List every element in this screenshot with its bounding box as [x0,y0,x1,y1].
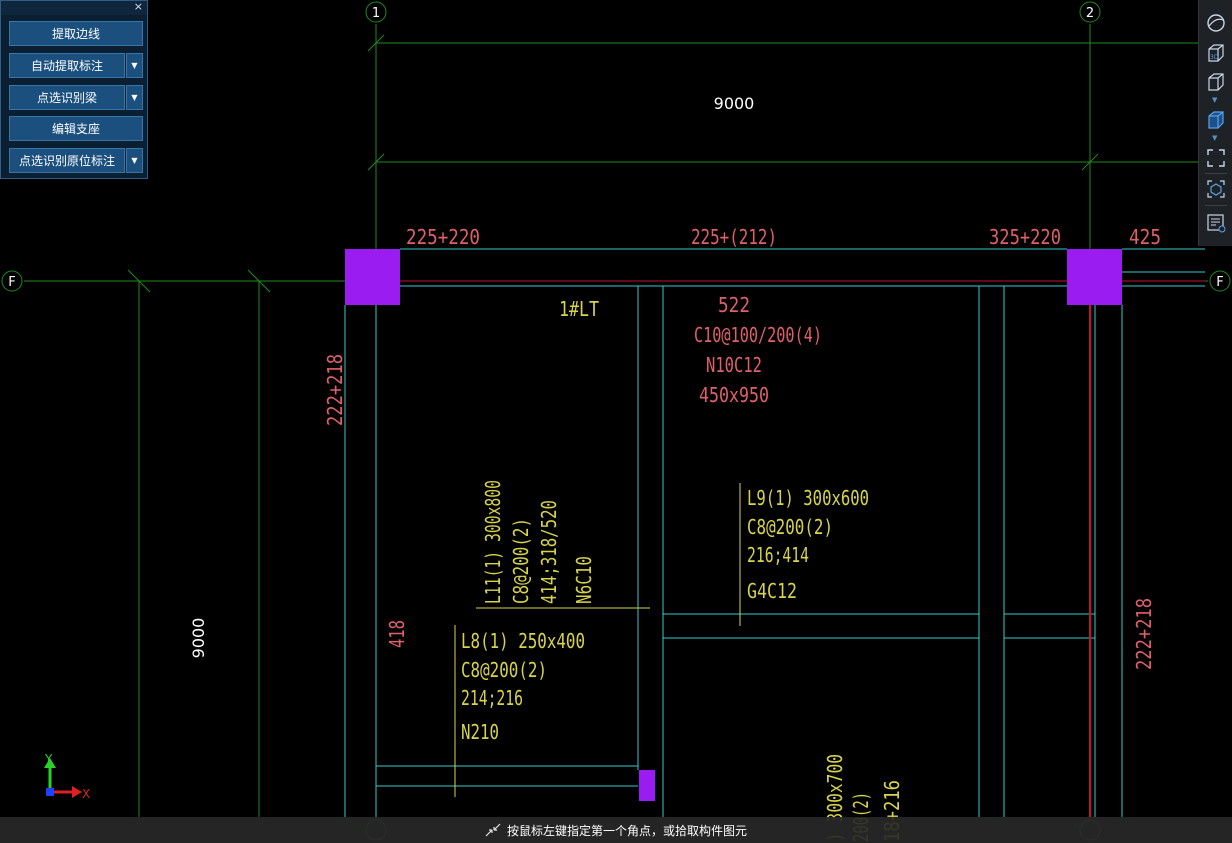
l11-line-1: L11(1) 300x800 [481,480,505,604]
status-prompt: 按鼠标左键指定第一个角点，或拾取构件图元 [506,823,747,838]
axis-bubble-f-right [1209,270,1231,292]
column-small[interactable] [639,770,655,801]
auto-extract-annotation-button[interactable]: 自动提取标注 [9,53,125,78]
extract-panel: × 提取边线 自动提取标注 ▼ 点选识别梁 ▼ 编辑支座 点选识别原位标注 ▼ [0,0,148,179]
label-left-col: 222+218 [323,354,347,426]
kl-line-3: N10C12 [706,353,762,377]
l8-line-2: C8@200(2) [461,658,547,682]
l11-line-3: 414;318/520 [537,500,561,604]
kl-line-1: 522 [718,293,750,317]
l8-line-1: L8(1) 250x400 [461,629,585,653]
svg-text:3D: 3D [1210,54,1219,61]
label-418: 418 [385,620,409,648]
l9-annotation: L9(1) 300x600 C8@200(2) 216;414 G4C12 [747,486,869,603]
l9-line-2: C8@200(2) [747,515,833,539]
axis-label-f-right: F [1216,275,1223,290]
axis-label-f-left: F [8,275,15,290]
pick-cursor-icon [485,823,501,837]
kl-line-2: C10@100/200(4) [694,323,822,347]
axis-label-1: 1 [372,6,380,21]
axis-label-2: 2 [1086,6,1094,21]
kl-line-4: 450x950 [699,383,769,407]
svg-text:X: X [82,787,90,801]
l8-line-4: N210 [461,720,499,744]
beam-kl-annotation: 522 C10@100/200(4) N10C12 450x950 [694,293,822,407]
chevron-down-icon[interactable]: ▼ [126,148,143,173]
zoom-extents-icon[interactable] [1203,145,1229,171]
extract-edge-button[interactable]: 提取边线 [9,21,143,46]
label-right-col: 222+218 [1132,598,1156,670]
axis-lines [24,24,1208,817]
label-top-right: 325+220 [989,225,1061,249]
dim-top-span: 9000 [714,94,755,113]
l11-line-2: C8@200(2) [509,518,533,604]
chevron-down-icon[interactable]: ▼ [126,53,143,78]
panel-titlebar[interactable]: × [1,0,147,15]
label-top-left: 225+220 [406,225,480,249]
solid-cube-icon[interactable] [1203,107,1229,133]
chevron-down-icon[interactable]: ▼ [126,85,143,110]
ucs-icon: Y X [44,752,90,801]
component-filter-icon[interactable] [1203,176,1229,202]
view-sphere-icon[interactable] [1203,10,1229,36]
properties-icon[interactable] [1203,210,1229,236]
dim-left-span: 9000 [189,618,208,659]
close-icon[interactable]: × [133,0,143,13]
column-f2[interactable] [1067,249,1122,305]
pick-identify-beam-button[interactable]: 点选识别梁 [9,85,125,110]
tag-1lt: 1#LT [559,297,599,321]
3d-view-icon[interactable]: 3D [1203,40,1229,66]
edit-support-button[interactable]: 编辑支座 [9,116,143,141]
axis-bubble-f-left [1,270,23,292]
column-f1[interactable] [345,249,400,305]
pick-identify-inplace-annotation-button[interactable]: 点选识别原位标注 [9,148,125,173]
l8-annotation: L8(1) 250x400 C8@200(2) 214;216 N210 [461,629,585,744]
l9-line-1: L9(1) 300x600 [747,486,869,510]
command-status-bar: 按鼠标左键指定第一个角点，或拾取构件图元 [0,817,1232,843]
label-top-mid: 225+(212) [691,225,777,249]
cube-view-icon[interactable] [1203,69,1229,95]
chevron-down-icon[interactable]: ▼ [1212,134,1218,142]
view-toolbar: 3D ▼ ▼ [1198,0,1232,246]
l9-line-3: 216;414 [747,543,809,567]
beam-edges [344,248,1205,817]
label-top-far: 425 [1129,225,1161,249]
svg-text:Y: Y [44,752,53,766]
l11-line-4: N6C10 [572,556,596,604]
chevron-down-icon[interactable]: ▼ [1212,96,1218,104]
l11-annotation: L11(1) 300x800 C8@200(2) 414;318/520 N6C… [481,480,596,604]
l8-line-3: 214;216 [461,686,523,710]
axis-bubble-2 [1079,1,1101,23]
axis-bubble-1 [365,1,387,23]
l9-line-4: G4C12 [747,579,797,603]
